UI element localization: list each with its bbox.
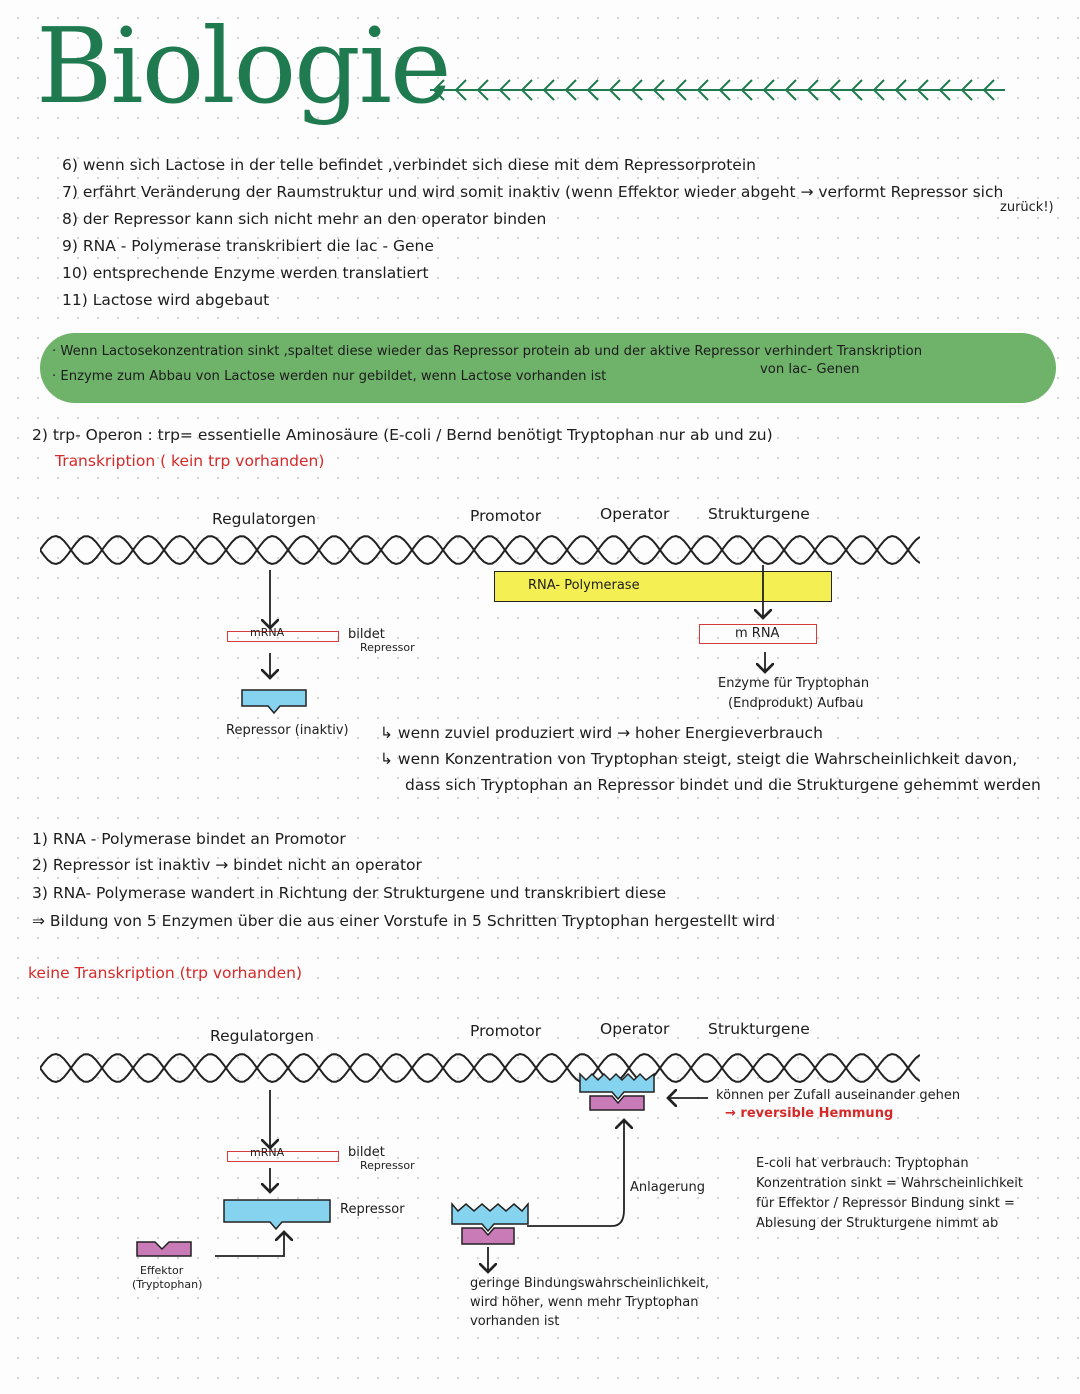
effektor-label-2: (Tryptophan) [132, 1278, 203, 1291]
step-11: 11) Lactose wird abgebaut [62, 291, 270, 309]
label-regulatorgen: Regulatorgen [212, 510, 316, 528]
step-8: 8) der Repressor kann sich nicht mehr an… [62, 210, 547, 228]
repressor-inactive-shape [241, 689, 307, 715]
label-strukturgene: Strukturgene [708, 505, 810, 523]
effektor-label-1: Effektor [140, 1264, 184, 1277]
zufall-note-2: → reversible Hemmung [725, 1106, 894, 1121]
step-9: 9) RNA - Polymerase transkribiert die la… [62, 237, 434, 255]
label-operator: Operator [600, 505, 670, 523]
highlight-line-1: · Wenn Lactosekonzentration sinkt ,spalt… [52, 344, 923, 359]
bindung-note-3: vorhanden ist [470, 1314, 560, 1329]
label-promotor: Promotor [470, 507, 542, 525]
ecoli-note-1: E-coli hat verbrauch: Tryptophan [756, 1156, 969, 1171]
bildet-label-2: bildet [348, 1145, 385, 1160]
bindung-note-1: geringe Bindungswahrscheinlichkeit, [470, 1276, 710, 1291]
note-1: ↳ wenn zuviel produziert wird → hoher En… [380, 724, 823, 742]
repressor-small-label-2: Repressor [360, 1159, 415, 1172]
page-title: Biologie [36, 5, 452, 127]
diagram2-subtitle: keine Transkription (trp vorhanden) [28, 964, 303, 982]
free-repressor-complex [451, 1202, 529, 1245]
anlagerung-label: Anlagerung [630, 1180, 706, 1195]
repressor-small-label: Repressor [360, 641, 415, 654]
trp-operon-heading: 2) trp- Operon : trp= essentielle Aminos… [32, 426, 773, 444]
rna-polymerase-label: RNA- Polymerase [528, 578, 640, 593]
label-operator-2: Operator [600, 1020, 670, 1038]
label-regulatorgen-2: Regulatorgen [210, 1027, 314, 1045]
mrna-right-label: m RNA [735, 626, 780, 641]
highlight-line-2-right: von lac- Genen [760, 362, 860, 377]
dna-helix-1 [40, 534, 920, 566]
repressor-label-2: Repressor [340, 1202, 405, 1217]
trp-step-1: 1) RNA - Polymerase bindet an Promotor [32, 830, 346, 848]
step-7: 7) erfährt Veränderung der Raumstruktur … [62, 183, 1004, 201]
note-3: dass sich Tryptophan an Repressor bindet… [405, 776, 1041, 794]
enzyme-label-2: (Endprodukt) Aufbau [728, 696, 864, 711]
zufall-note-1: können per Zufall auseinander gehen [716, 1088, 961, 1103]
effektor-shape [136, 1241, 192, 1257]
enzyme-label-1: Enzyme für Tryptophan [718, 676, 870, 691]
bound-repressor-complex [579, 1072, 655, 1111]
step-7-continuation: zurück!) [1000, 200, 1054, 215]
mrna-strand-left [227, 631, 339, 642]
diagram1-subtitle: Transkription ( kein trp vorhanden) [55, 452, 325, 470]
highlight-box [40, 333, 1056, 403]
ecoli-note-2: Konzentration sinkt = Wahrscheinlichkeit [756, 1176, 1023, 1191]
ecoli-note-3: für Effektor / Repressor Bindung sinkt = [756, 1196, 1015, 1211]
step-10: 10) entsprechende Enzyme werden translat… [62, 264, 429, 282]
repressor-inaktiv-label: Repressor (inaktiv) [226, 723, 349, 738]
bildet-label: bildet [348, 627, 385, 642]
note-2: ↳ wenn Konzentration von Tryptophan stei… [380, 750, 1018, 768]
ecoli-note-4: Ablesung der Strukturgene nimmt ab [756, 1216, 999, 1231]
mrna-left-label: mRNA [250, 626, 285, 639]
dna-helix-2 [40, 1052, 920, 1084]
bindung-note-2: wird höher, wenn mehr Tryptophan [470, 1295, 699, 1310]
label-promotor-2: Promotor [470, 1022, 542, 1040]
repressor-active-shape [223, 1199, 331, 1231]
highlight-line-2: · Enzyme zum Abbau von Lactose werden nu… [52, 369, 607, 384]
mrna-strand-right [699, 624, 817, 644]
trp-step-2: 2) Repressor ist inaktiv → bindet nicht … [32, 856, 422, 874]
step-6: 6) wenn sich Lactose in der telle befind… [62, 156, 756, 174]
mrna-label-2: mRNA [250, 1146, 285, 1159]
rna-polymerase [494, 571, 832, 602]
label-strukturgene-2: Strukturgene [708, 1020, 810, 1038]
mrna-strand-2 [227, 1151, 339, 1162]
trp-step-result: ⇒ Bildung von 5 Enzymen über die aus ein… [32, 912, 776, 930]
arrow-decoration [430, 79, 1005, 101]
trp-step-3: 3) RNA- Polymerase wandert in Richtung d… [32, 884, 667, 902]
